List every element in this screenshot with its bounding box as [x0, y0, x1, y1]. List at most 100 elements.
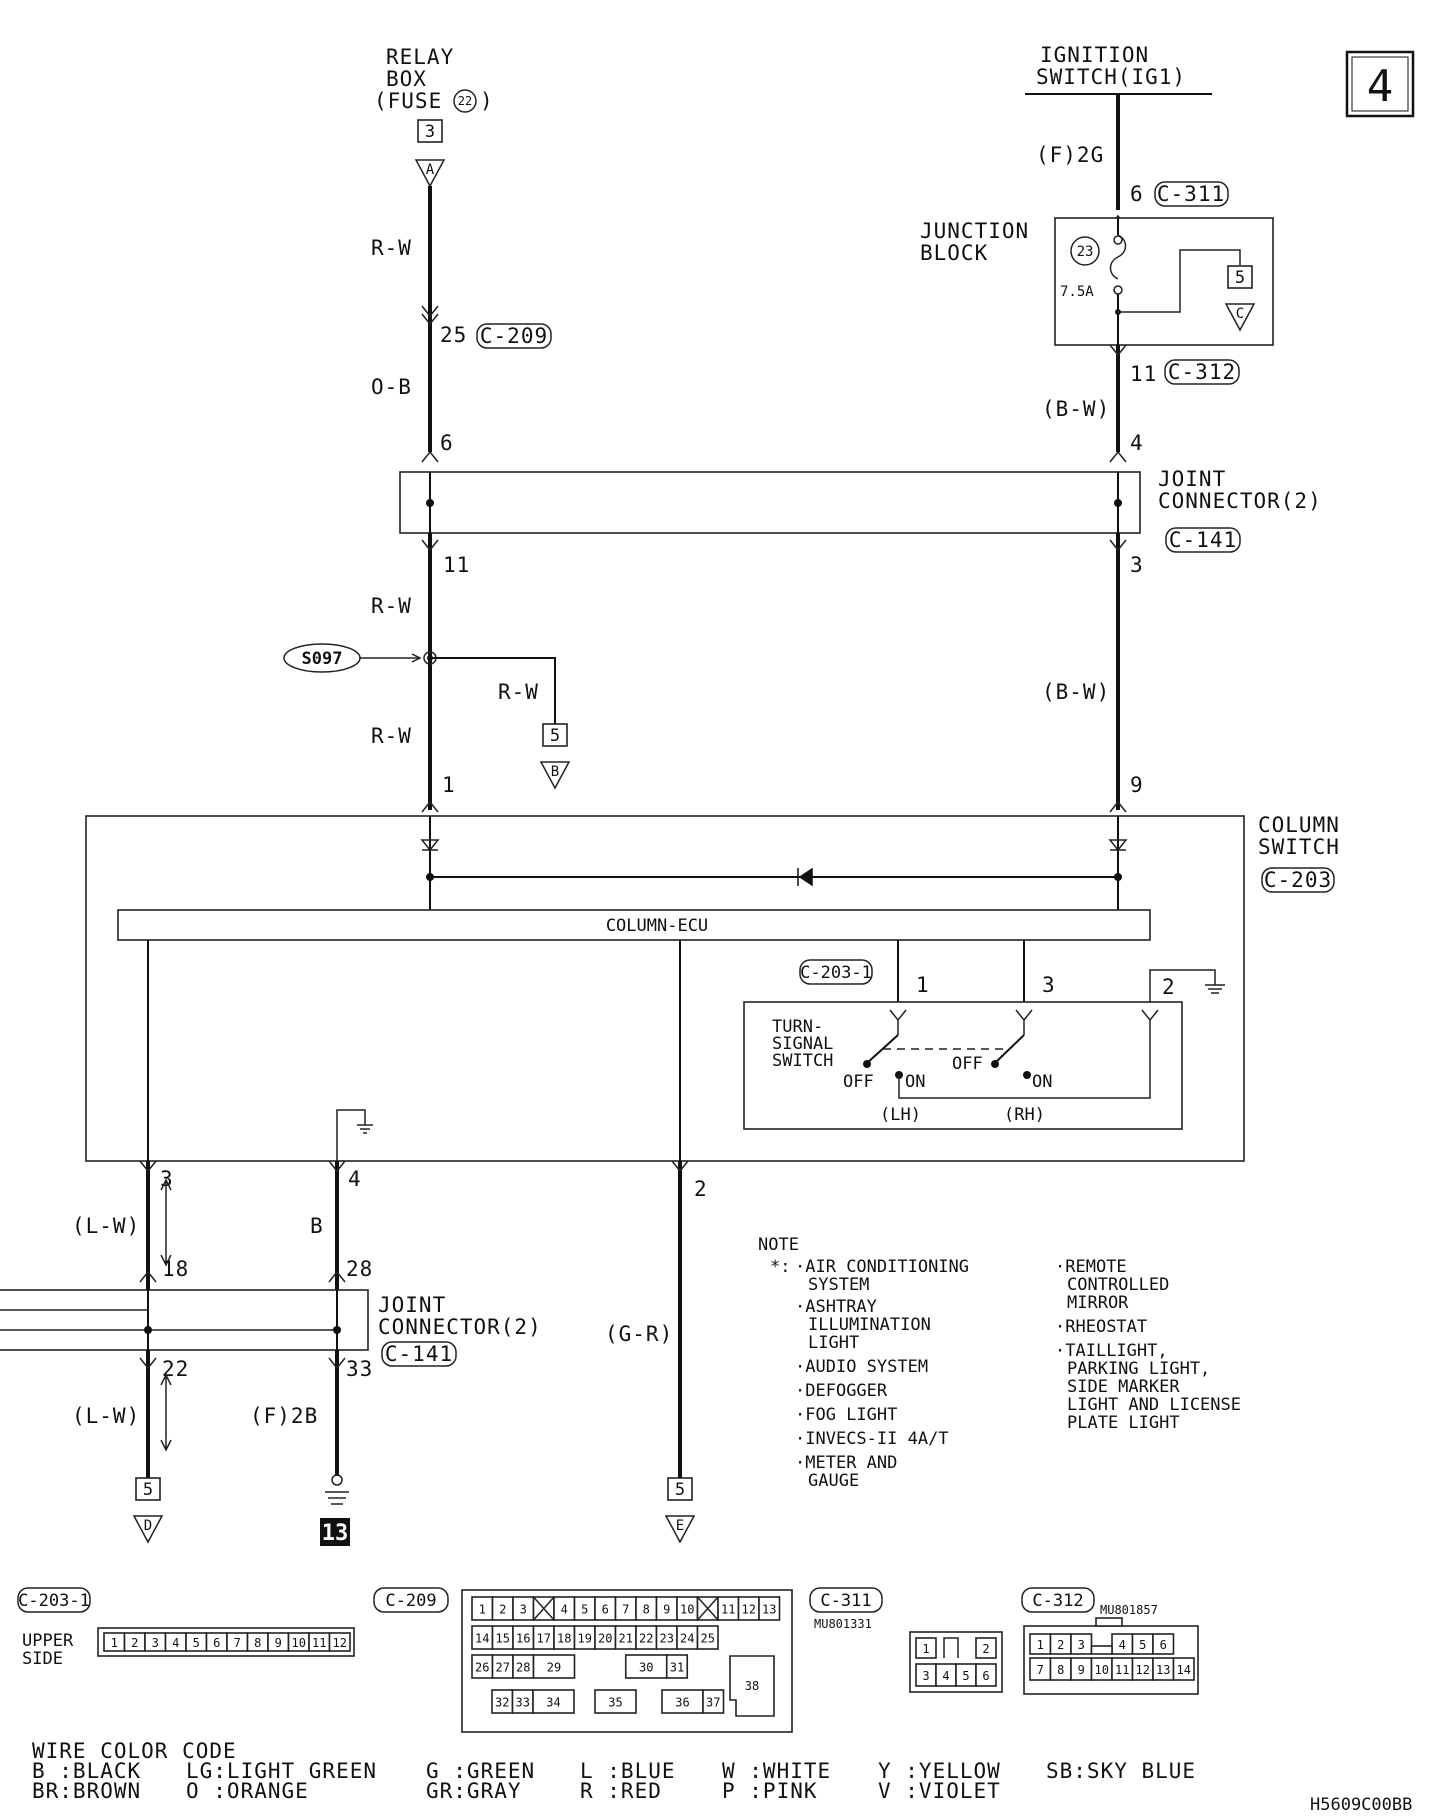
cv-c311-pin-label: 4: [942, 1669, 949, 1683]
cv-c209-pin: [696, 1625, 719, 1650]
diode-mid-icon: [797, 867, 813, 887]
relay-box-fuse-prefix: (FUSE: [374, 89, 442, 113]
cv-c2031-pin-label: 6: [213, 1636, 220, 1650]
wire-color-entry: W :WHITE: [722, 1759, 831, 1783]
fuse-22-icon: [453, 89, 477, 113]
note-item-air-conditioning: ·AIR CONDITIONING: [795, 1257, 969, 1277]
splice-pointer-arrow: [411, 653, 422, 663]
cv-c312-pin: [1070, 1633, 1093, 1655]
column-switch-line2: SWITCH: [1258, 835, 1340, 859]
note-left-column: ·AIR CONDITIONING SYSTEM ·ASHTRAY ILLUMI…: [795, 1257, 969, 1491]
cv-c209-pin-38-label: 38: [745, 1679, 759, 1693]
cv-c312-pin-label: 7: [1037, 1663, 1044, 1677]
joint-connector-top-box: [399, 471, 1141, 534]
diode-right-icon: [1108, 839, 1128, 852]
note-item-air-conditioning-2: SYSTEM: [808, 1275, 869, 1295]
cv-c312-pin-label: 13: [1156, 1663, 1170, 1677]
cv-c311-part: MU801331: [814, 1617, 872, 1631]
cv-c209-pin: [532, 1689, 575, 1714]
cv-c209-pin-label: 2: [499, 1603, 506, 1617]
pin-6-left-arrow: [421, 450, 439, 463]
cv-c209-pin-label: 16: [516, 1632, 530, 1646]
joint-bottom-line1: JOINT: [378, 1293, 446, 1317]
c141-bottom-label: C-141: [385, 1342, 453, 1366]
pin-6-left: 6: [440, 431, 454, 455]
note-item-taillight-5: PLATE LIGHT: [1067, 1413, 1180, 1433]
terminal-d-pin-box: [135, 1477, 161, 1501]
cv-c2031-label: C-203-1: [18, 1591, 90, 1611]
cv-c311-pin: [915, 1637, 937, 1659]
ground-eyelet-icon: [331, 1474, 343, 1486]
ts-pin-3: 3: [1042, 973, 1056, 997]
joint-bottom-left-node: [144, 1326, 152, 1334]
ts-off-rh: OFF: [952, 1054, 983, 1074]
c209-badge: [476, 323, 552, 349]
cv-c312-pin-label: 1: [1037, 1638, 1044, 1652]
c311-badge: [1154, 181, 1229, 207]
cv-c209-pin-label: 22: [639, 1632, 653, 1646]
pin-11-left-arrow: [421, 539, 439, 552]
cv-c209-pin-blank: [532, 1596, 555, 1621]
wire-label-lw-top: (L-W): [72, 1214, 140, 1238]
cv-c209-pin-label: 25: [701, 1632, 715, 1646]
cv-c2031-pin-label: 11: [312, 1636, 326, 1650]
pin-2-bottom: 2: [694, 1177, 708, 1201]
cv-c2031-side2: SIDE: [22, 1649, 63, 1669]
cv-c312-pin-label: 5: [1139, 1638, 1146, 1652]
pin-28: 28: [346, 1257, 373, 1281]
c312-badge: [1164, 359, 1240, 385]
ts-label-line3: SWITCH: [772, 1051, 833, 1071]
cv-c209-pin: [702, 1689, 725, 1714]
ts-rh-on-contact: [1023, 1071, 1031, 1079]
cv-c209-pin-label: 6: [602, 1603, 609, 1617]
cv-c209-pin: [532, 1654, 576, 1679]
terminal-c-triangle: [1224, 303, 1256, 332]
cv-c2031-pin-label: 5: [193, 1636, 200, 1650]
column-ecu-box: [117, 909, 1151, 941]
wire-color-entry: V :VIOLET: [878, 1779, 1001, 1803]
wire-label-rw-branch: R-W: [498, 680, 539, 704]
relay-box-line2: BOX: [386, 67, 427, 91]
pin-33-arrow: [328, 1357, 346, 1370]
wire-label-ob: O-B: [371, 375, 412, 399]
cv-c311-label: C-311: [820, 1591, 871, 1611]
wire-label-rw-mid: R-W: [371, 594, 412, 618]
ts-ground-icon: [1205, 984, 1225, 994]
cv-c209-pin-38: [729, 1655, 775, 1717]
ts-lh-blade: [866, 1034, 899, 1064]
cv-c209-pin-label: 12: [742, 1603, 756, 1617]
ignition-line2: SWITCH(IG1): [1036, 65, 1186, 89]
page-number: 4: [1367, 61, 1394, 112]
ts-off-lh: OFF: [843, 1072, 874, 1092]
wire-label-rw-low: R-W: [371, 724, 412, 748]
note-item-ashtray: ·ASHTRAY: [795, 1297, 877, 1317]
ts-on-rh: ON: [1032, 1072, 1052, 1092]
fuse-23-icon: [1070, 236, 1100, 266]
pin-3-right-arrow: [1109, 539, 1127, 552]
joint-bottom-line2: CONNECTOR(2): [378, 1315, 542, 1339]
terminal-a-triangle: [414, 159, 446, 188]
terminal-a: A: [426, 162, 435, 178]
note-item-rheostat: ·RHEOSTAT: [1055, 1317, 1147, 1337]
note-item-audio: ·AUDIO SYSTEM: [795, 1357, 928, 1377]
cv-c209-pin: [594, 1689, 637, 1714]
wire-color-entry: R :RED: [580, 1779, 662, 1803]
wire-label-b: B: [310, 1214, 324, 1238]
c311-label: C-311: [1157, 182, 1225, 206]
splice-s097-label: S097: [302, 649, 343, 669]
note-item-fog-light: ·FOG LIGHT: [795, 1405, 897, 1425]
cv-c209-pin-label: 35: [608, 1696, 622, 1710]
cv-c312-latch: [1095, 1617, 1123, 1627]
relay-box-fuse-suffix: ): [480, 89, 494, 113]
cv-c312-pin: [1172, 1657, 1195, 1681]
junction-block-line1: JUNCTION: [920, 219, 1029, 243]
wire-color-entry: P :PINK: [722, 1779, 818, 1803]
fuse-amperage: 7.5A: [1060, 284, 1094, 300]
relay-pin-box: [417, 119, 443, 143]
ts-label-line1: TURN-: [772, 1017, 823, 1037]
cv-c209-pin-blank: [696, 1596, 719, 1621]
cv-c209-pin-label: 23: [660, 1632, 674, 1646]
